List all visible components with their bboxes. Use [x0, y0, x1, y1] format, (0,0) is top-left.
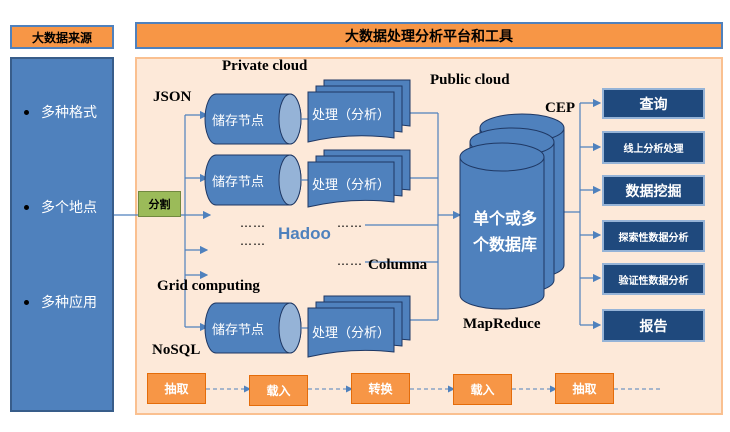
- output-olap: 线上分析处理: [602, 131, 705, 164]
- bullet-icon: [24, 299, 29, 305]
- process-stack-1: [307, 79, 411, 143]
- source-item-applications: 多种应用: [24, 292, 97, 312]
- output-query: 查询: [602, 88, 705, 119]
- process-3-label: 处理（分析）: [312, 326, 391, 341]
- output-report: 报告: [602, 309, 705, 342]
- storage-cylinder-3: [204, 302, 302, 354]
- storage-node-2-label: 储存节点: [212, 175, 265, 190]
- storage-cylinder-1: [204, 93, 302, 145]
- output-exploratory-analysis: 探索性数据分析: [602, 220, 705, 252]
- label-columna: Columna: [368, 257, 428, 273]
- source-panel: [10, 57, 114, 412]
- pipeline-extract-1: 抽取: [147, 373, 206, 404]
- pipeline-load-2: 载入: [453, 374, 512, 405]
- process-stack-2: [307, 149, 411, 208]
- database-label: 单个或多 个数据库: [472, 209, 537, 254]
- label-cep: CEP: [545, 100, 575, 116]
- label-nosql: NoSQL: [152, 342, 201, 358]
- label-public-cloud: Public cloud: [430, 72, 510, 88]
- source-item-locations: 多个地点: [24, 197, 97, 217]
- pipeline-load-1: 载入: [249, 375, 308, 406]
- process-2-label: 处理（分析）: [312, 178, 391, 193]
- label-hadoo: Hadoo: [278, 224, 331, 243]
- process-1-label: 处理（分析）: [312, 108, 391, 123]
- output-data-mining: 数据挖掘: [602, 175, 705, 206]
- label-grid-computing: Grid computing: [157, 278, 260, 294]
- storage-node-1-label: 储存节点: [212, 114, 265, 129]
- label-json: JSON: [153, 89, 192, 105]
- pipeline-extract-2: 抽取: [555, 373, 614, 404]
- split-box: 分割: [138, 191, 181, 217]
- ellipsis-3: ……: [337, 216, 363, 230]
- output-confirmatory-analysis: 验证性数据分析: [602, 263, 705, 295]
- database-cylinders: [459, 113, 565, 310]
- storage-node-3-label: 储存节点: [212, 323, 265, 338]
- platform-header: 大数据处理分析平台和工具: [135, 22, 723, 49]
- ellipsis-1: ……: [240, 216, 266, 230]
- ellipsis-2: ……: [240, 234, 266, 248]
- label-private-cloud: Private cloud: [222, 58, 308, 74]
- source-item-formats: 多种格式: [24, 102, 97, 122]
- ellipsis-4: ……: [337, 254, 363, 268]
- bullet-icon: [24, 109, 29, 115]
- source-header: 大数据来源: [10, 25, 114, 49]
- bullet-icon: [24, 204, 29, 210]
- process-stack-3: [307, 295, 411, 358]
- label-mapreduce: MapReduce: [463, 316, 541, 332]
- pipeline-transform: 转换: [351, 373, 410, 404]
